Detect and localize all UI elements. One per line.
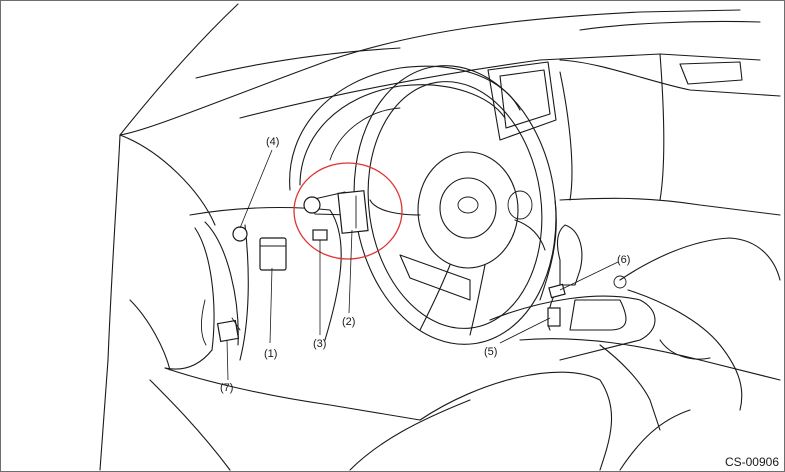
connector-3 xyxy=(312,229,328,241)
highlight-circle xyxy=(293,162,403,260)
left-kick-panel xyxy=(129,206,421,471)
steering-wheel xyxy=(353,65,557,345)
figure-code: CS-00906 xyxy=(724,455,779,469)
callout-1: (1) xyxy=(264,348,278,360)
callout-4: (4) xyxy=(266,136,280,148)
column-switch-area xyxy=(303,190,369,241)
dash-outline xyxy=(99,3,781,471)
connector-5 xyxy=(547,307,561,327)
center-console xyxy=(489,224,781,431)
callout-7: (7) xyxy=(220,382,234,394)
callout-5: (5) xyxy=(484,346,498,358)
callout-3: (3) xyxy=(313,338,327,350)
callout-2: (2) xyxy=(342,316,356,328)
driver-seat xyxy=(349,371,691,471)
part-4 xyxy=(232,226,248,242)
connector-1 xyxy=(259,237,287,271)
leader-lines xyxy=(226,149,619,381)
connector-2 xyxy=(337,190,369,234)
connector-7 xyxy=(216,319,240,343)
connector-6 xyxy=(548,283,566,299)
cluster-hood xyxy=(289,65,521,191)
left-connectors xyxy=(216,226,287,343)
callout-6: (6) xyxy=(617,254,631,266)
